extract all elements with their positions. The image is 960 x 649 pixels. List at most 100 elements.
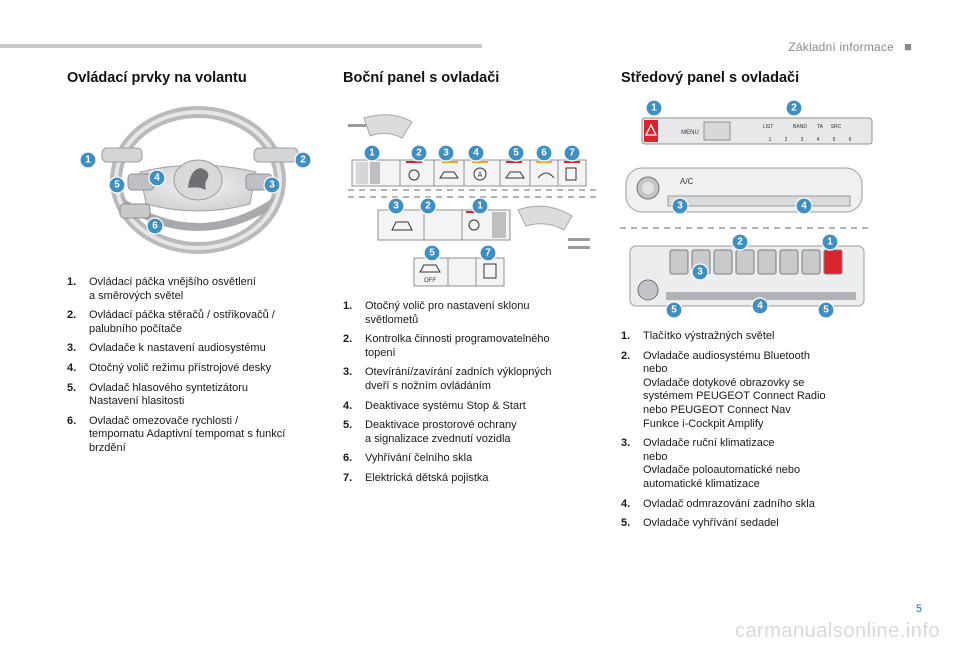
preset-2: 2 <box>785 137 788 143</box>
svg-text:5: 5 <box>671 305 677 316</box>
svg-text:5: 5 <box>513 148 519 159</box>
badge-7: 7 <box>563 144 581 162</box>
badge-3: 3 <box>671 197 689 215</box>
preset-3: 3 <box>801 137 804 143</box>
right-stalk <box>253 147 299 163</box>
badge-5a: 5 <box>665 301 683 319</box>
svg-text:7: 7 <box>569 148 575 159</box>
audio-src-label: SRC <box>831 124 842 130</box>
preset-1: 1 <box>769 137 772 143</box>
badge-4: 4 <box>148 169 166 187</box>
badge-2: 2 <box>410 144 428 162</box>
badge-2: 2 <box>294 151 312 169</box>
badge-2: 2 <box>785 99 803 117</box>
svg-text:3: 3 <box>269 180 275 191</box>
list-item: 4.Deaktivace systému Stop & Start <box>343 399 526 412</box>
preset-4: 4 <box>817 137 820 143</box>
audio-ta-label: TA <box>817 124 824 130</box>
badge-1: 1 <box>363 144 381 162</box>
svg-text:5: 5 <box>429 248 435 259</box>
svg-text:5: 5 <box>823 305 829 316</box>
svg-text:1: 1 <box>477 201 483 212</box>
badge-6: 6 <box>535 144 553 162</box>
svg-text:4: 4 <box>473 148 479 159</box>
svg-text:4: 4 <box>154 173 160 184</box>
svg-text:6: 6 <box>541 148 547 159</box>
badge-3b: 3 <box>691 263 709 281</box>
steering-controls-list: 1.Ovládací páčka vnějšího osvětlení a sm… <box>67 276 327 462</box>
badge-1: 1 <box>645 99 663 117</box>
audio-list-label: LIST <box>763 124 774 130</box>
svg-text:2: 2 <box>737 237 743 248</box>
svg-text:1: 1 <box>85 155 91 166</box>
badge-4b: 4 <box>751 297 769 315</box>
heading-side-panel: Boční panel s ovladači <box>343 70 500 86</box>
watermark: carmanualsonline.info <box>734 620 940 642</box>
badge-6: 6 <box>146 217 164 235</box>
badge-3b: 3 <box>387 197 405 215</box>
alarm-off-glyph: OFF <box>424 278 436 284</box>
audio-band-label: BAND <box>793 124 807 130</box>
heading-center-panel: Středový panel s ovladači <box>621 70 800 86</box>
badge-3: 3 <box>437 144 455 162</box>
svg-text:1: 1 <box>827 237 833 248</box>
svg-text:7: 7 <box>485 248 491 259</box>
center-panel-list: 1.Tlačítko výstražných světel 2.Ovladače… <box>621 330 881 537</box>
badge-7b: 7 <box>479 244 497 262</box>
side-panel-list: 1.Otočný volič pro nastavení sklonu svět… <box>343 300 603 492</box>
list-item: 4.Ovladač odmrazování zadního skla <box>621 497 815 510</box>
heading-steering-controls: Ovládací prvky na volantu <box>67 70 247 86</box>
lower-button-strip <box>377 209 511 241</box>
badge-1b: 1 <box>471 197 489 215</box>
list-item: 5.Deaktivace prostorové ochrany a signal… <box>343 419 517 445</box>
badge-5: 5 <box>108 176 126 194</box>
list-item: 1.Otočný volič pro nastavení sklonu svět… <box>343 300 530 326</box>
badge-2b: 2 <box>419 197 437 215</box>
badge-1: 1 <box>79 151 97 169</box>
svg-text:2: 2 <box>791 103 797 114</box>
svg-text:3: 3 <box>697 267 703 278</box>
svg-text:1: 1 <box>651 103 657 114</box>
svg-text:1: 1 <box>369 148 375 159</box>
side-panel-figure: A OFF 1 2 3 4 5 6 7 3 2 1 5 7 <box>348 114 598 287</box>
list-item: 6.Vyhřívání čelního skla <box>343 452 473 465</box>
list-item: 2.Kontrolka činnosti programovatelného t… <box>343 333 550 359</box>
list-item: 1.Tlačítko výstražných světel <box>621 330 775 342</box>
audio-control-strip <box>641 117 873 145</box>
speed-control-stalk <box>119 203 151 219</box>
left-stalk <box>101 147 143 163</box>
svg-text:3: 3 <box>443 148 449 159</box>
section-title: Základní informace <box>788 40 894 54</box>
section-marker: ■ <box>904 39 912 54</box>
list-item: 3.Ovladače ruční klimatizace nebo Ovlada… <box>621 437 801 490</box>
svg-text:6: 6 <box>152 221 158 232</box>
list-item: 5.Ovladač hlasového syntetizátoru Nastav… <box>67 381 248 408</box>
list-item: 2.Ovladače audiosystému Bluetooth nebo O… <box>621 349 826 430</box>
ac-label: A/C <box>680 177 694 186</box>
list-item: 2.Ovládací páčka stěračů / ostřikovačů /… <box>67 309 275 335</box>
list-item: 1.Ovládací páčka vnějšího osvětlení a sm… <box>67 276 256 302</box>
svg-text:2: 2 <box>425 201 431 212</box>
badge-5: 5 <box>507 144 525 162</box>
badge-5b: 5 <box>817 301 835 319</box>
list-item: 7.Elektrická dětská pojistka <box>343 471 489 484</box>
hazard-button <box>644 120 658 142</box>
list-item: 6.Ovladač omezovače rychlosti / tempomat… <box>67 414 286 454</box>
badge-5b: 5 <box>423 244 441 262</box>
list-item: 3.Otevírání/zavírání zadních výklopných … <box>343 366 552 392</box>
badge-2b: 2 <box>731 233 749 251</box>
svg-text:4: 4 <box>757 301 763 312</box>
preset-5: 5 <box>833 137 836 143</box>
svg-text:4: 4 <box>801 201 807 212</box>
page-number: 5 <box>915 603 922 615</box>
preset-6: 6 <box>849 137 852 143</box>
upper-button-strip <box>351 159 587 187</box>
badge-1b: 1 <box>821 233 839 251</box>
svg-text:2: 2 <box>300 155 306 166</box>
header-divider-bar <box>0 44 482 48</box>
center-panel-figure: 1 2 MENU LIST BAND TA SRC 1 2 3 4 5 6 A/… <box>620 99 873 319</box>
steering-wheel-figure: 1 2 5 4 3 6 <box>79 106 312 254</box>
badge-3: 3 <box>263 176 281 194</box>
peugeot-lion-emblem <box>188 168 209 190</box>
list-item: 4.Otočný volič režimu přístrojové desky <box>67 361 272 374</box>
